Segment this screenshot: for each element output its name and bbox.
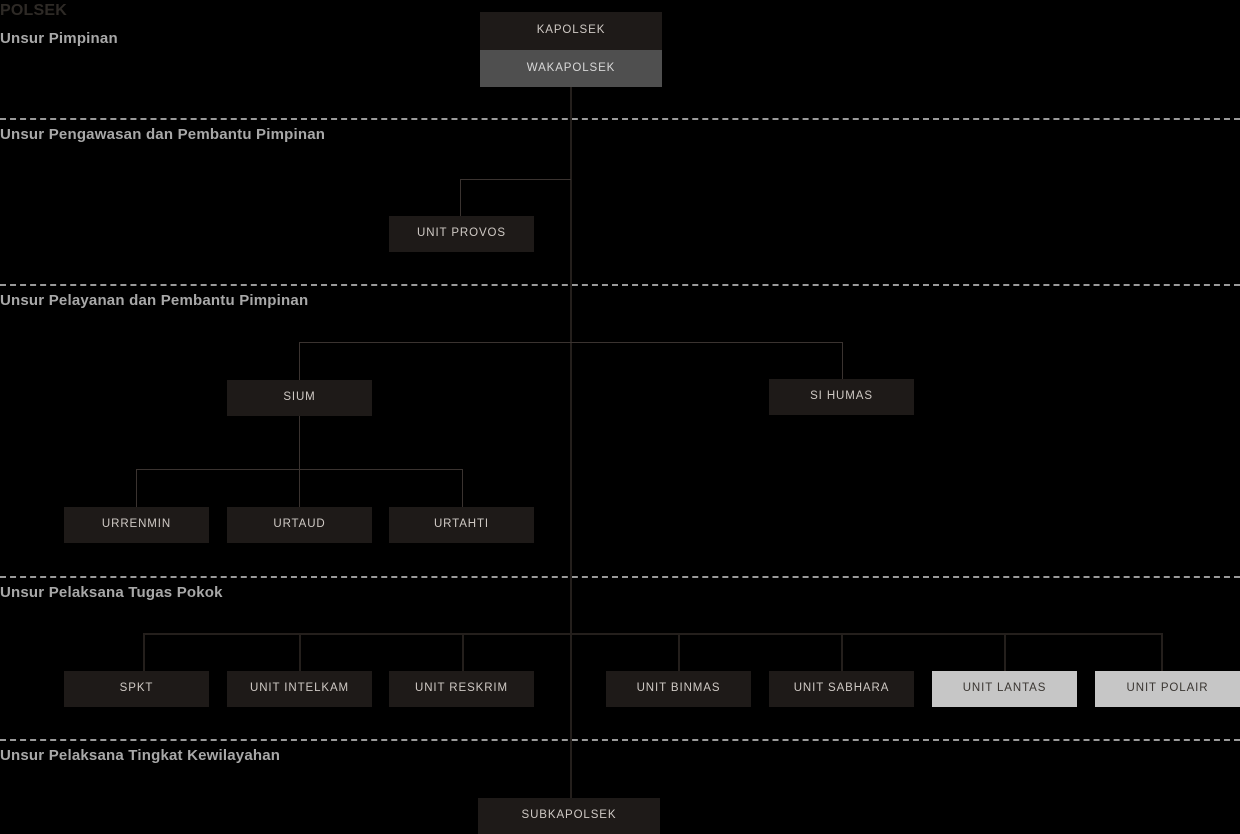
- connector-pelayanan-bus: [299, 342, 843, 343]
- connector-main-spine: [570, 87, 572, 798]
- node-subkapolsek[interactable]: SUBKAPOLSEK: [478, 798, 660, 834]
- connector-sihumas-drop: [842, 342, 843, 380]
- connector-sabhara-drop: [841, 633, 843, 671]
- node-wakapolsek[interactable]: WAKAPOLSEK: [480, 50, 662, 87]
- node-unit-reskrim[interactable]: UNIT RESKRIM: [389, 671, 534, 707]
- connector-reskrim-drop: [462, 633, 464, 671]
- connector-spkt-drop: [143, 633, 145, 671]
- node-unit-binmas[interactable]: UNIT BINMAS: [606, 671, 751, 707]
- connector-provos-horizontal: [460, 179, 571, 180]
- connector-lantas-drop: [1004, 633, 1006, 671]
- node-kapolsek[interactable]: KAPOLSEK: [480, 12, 662, 50]
- node-unit-lantas[interactable]: UNIT LANTAS: [932, 671, 1077, 707]
- connector-intelkam-drop: [299, 633, 301, 671]
- node-urtaud[interactable]: URTAUD: [227, 507, 372, 543]
- connector-binmas-drop: [678, 633, 680, 671]
- connector-sium-stem: [299, 416, 300, 470]
- connector-urtahti-drop: [462, 469, 463, 507]
- section-divider-3: [0, 576, 1240, 578]
- section-divider-1: [0, 118, 1240, 120]
- section-divider-4: [0, 739, 1240, 741]
- node-unit-sabhara[interactable]: UNIT SABHARA: [769, 671, 914, 707]
- node-spkt[interactable]: SPKT: [64, 671, 209, 707]
- connector-sium-drop: [299, 342, 300, 380]
- node-urrenmin[interactable]: URRENMIN: [64, 507, 209, 543]
- section-label-unsur-pelayanan-dan-pembantu-pimpinan: Unsur Pelayanan dan Pembantu Pimpinan: [0, 292, 309, 309]
- connector-urrenmin-drop: [136, 469, 137, 507]
- connector-provos-drop: [460, 179, 461, 216]
- section-label-unsur-pengawasan-dan-pembantu-pimpinan: Unsur Pengawasan dan Pembantu Pimpinan: [0, 126, 326, 143]
- node-urtahti[interactable]: URTAHTI: [389, 507, 534, 543]
- section-divider-2: [0, 284, 1240, 286]
- section-label-unsur-pelaksana-tingkat-kewilayahan: Unsur Pelaksana Tingkat Kewilayahan: [0, 747, 281, 764]
- node-unit-polair[interactable]: UNIT POLAIR: [1095, 671, 1240, 707]
- node-unit-intelkam[interactable]: UNIT INTELKAM: [227, 671, 372, 707]
- node-sium[interactable]: SIUM: [227, 380, 372, 416]
- section-label-unsur-pelaksana-tugas-pokok: Unsur Pelaksana Tugas Pokok: [0, 584, 223, 601]
- section-label-unsur-pimpinan: Unsur Pimpinan: [0, 30, 118, 47]
- connector-polair-drop: [1161, 633, 1163, 671]
- connector-urtaud-drop: [299, 469, 300, 507]
- node-unit-provos[interactable]: UNIT PROVOS: [389, 216, 534, 252]
- node-si-humas[interactable]: SI HUMAS: [769, 379, 914, 415]
- connector-pelaksana-bus: [143, 633, 1162, 635]
- chart-title: POLSEK: [0, 2, 67, 19]
